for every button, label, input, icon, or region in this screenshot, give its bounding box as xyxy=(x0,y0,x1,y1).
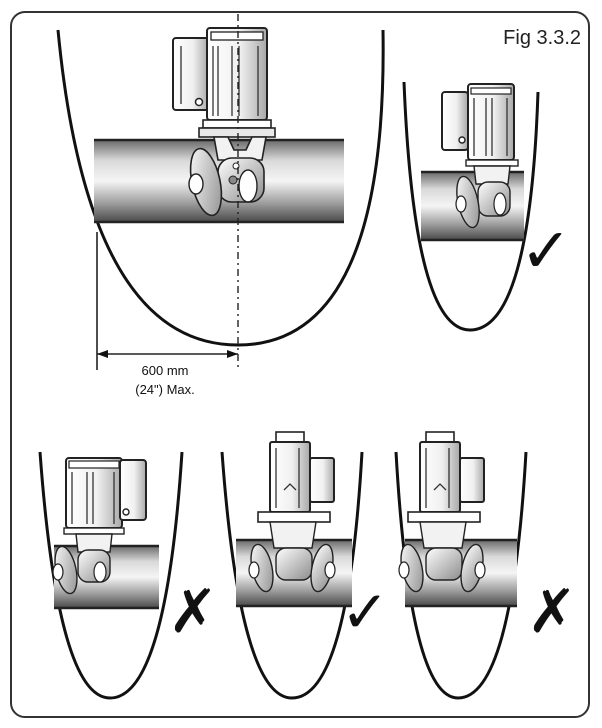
panel-narrow-hull: ✓ xyxy=(402,81,572,332)
panel-main-installation: 600 mm (24") Max. xyxy=(56,14,385,397)
incorrect-cross-icon: ✗ xyxy=(527,577,577,647)
panel-vertical-motor: ✓ xyxy=(220,431,390,700)
thruster-motor xyxy=(441,83,519,167)
panel-vertical-motor-variant: ✗ xyxy=(394,431,577,700)
correct-check-icon: ✓ xyxy=(520,214,572,287)
thruster-motor xyxy=(257,431,335,523)
gear-leg-propellers xyxy=(188,136,267,217)
gear-leg-propellers xyxy=(455,165,511,229)
thruster-motor xyxy=(172,27,276,138)
incorrect-cross-icon: ✗ xyxy=(168,577,218,647)
dimension-indicator: 600 mm (24") Max. xyxy=(96,232,238,397)
panel-motor-in-hull: ✗ xyxy=(38,451,218,700)
thruster-motor xyxy=(63,457,147,535)
correct-check-icon: ✓ xyxy=(341,578,390,646)
gear-leg-propellers xyxy=(398,521,486,593)
figure-frame xyxy=(10,11,590,718)
figure-label: Fig 3.3.2 xyxy=(503,27,581,49)
gear-leg-propellers xyxy=(52,533,113,595)
dimension-imperial: (24") Max. xyxy=(135,382,195,397)
dimension-value: 600 mm xyxy=(142,363,189,378)
gear-leg-propellers xyxy=(248,521,336,593)
